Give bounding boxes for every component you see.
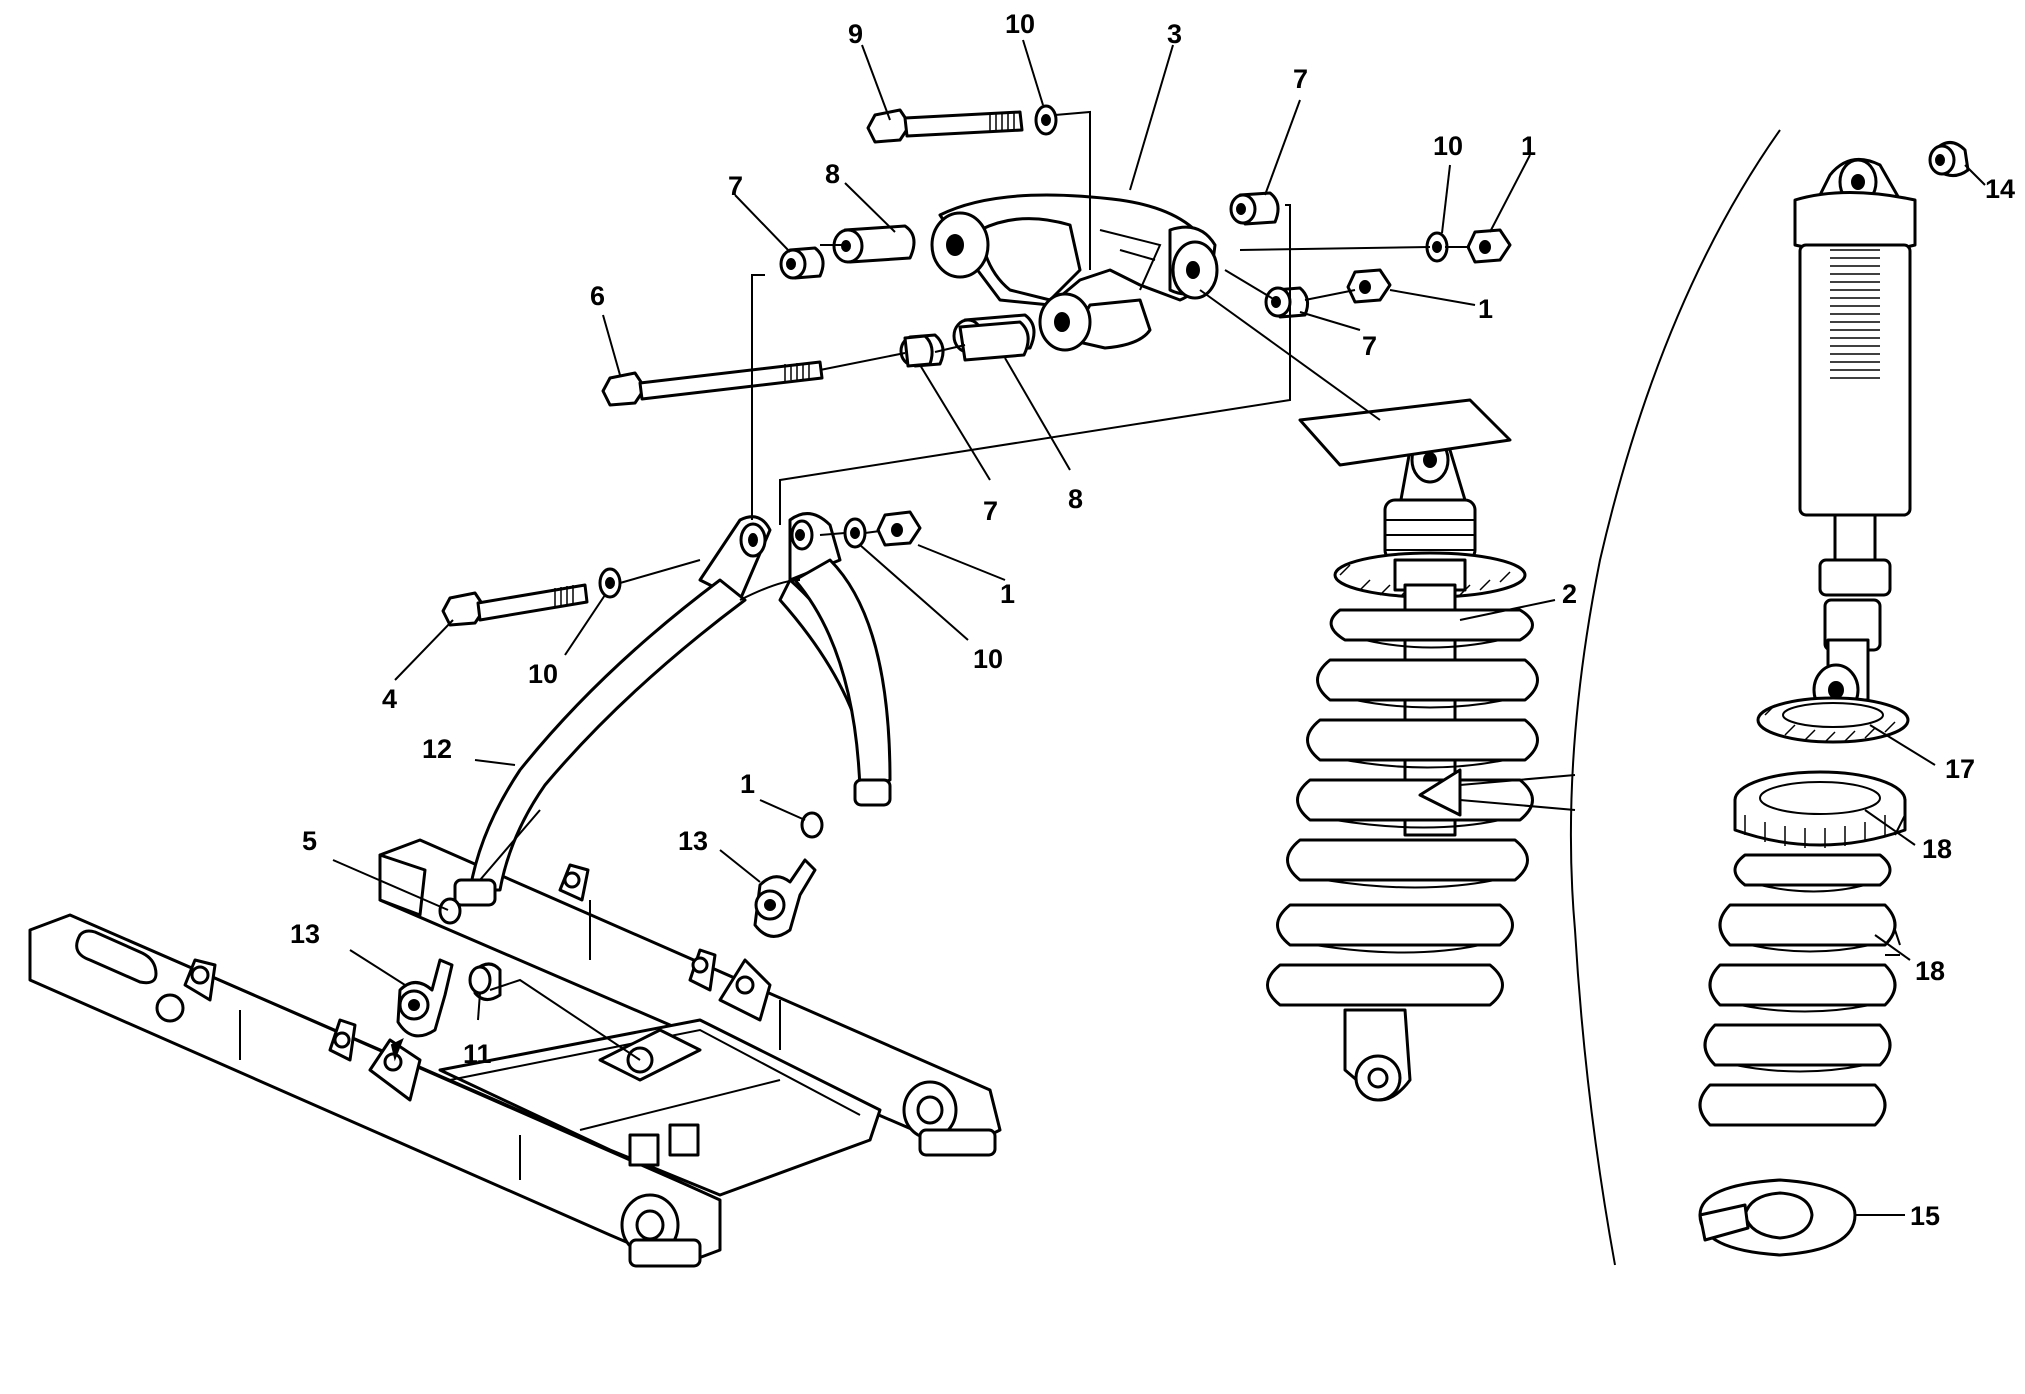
- shock-absorber-assembled: [1266, 436, 1539, 1102]
- nut-linkage-right: [876, 510, 922, 547]
- callout-10-right: 10: [1433, 131, 1463, 161]
- bushing-right: [1264, 286, 1310, 319]
- bushing-11: [468, 962, 502, 1001]
- callout-9: 9: [848, 19, 863, 49]
- assembly-lines: [390, 110, 1470, 1062]
- washer-linkage-right: [843, 517, 867, 549]
- callout-1-lower: 1: [740, 769, 755, 799]
- rocker-arm: [930, 193, 1219, 352]
- callout-10-linkage: 10: [973, 644, 1003, 674]
- callout-7-upper-left: 7: [728, 171, 743, 201]
- callout-1-linkage: 1: [1000, 579, 1015, 609]
- callout-4: 4: [382, 684, 397, 714]
- lock-collar-16: [1756, 696, 1910, 744]
- callout-7-top-right: 7: [1293, 64, 1308, 94]
- callout-10-top: 10: [1005, 9, 1035, 39]
- nut-1-lower: [800, 811, 824, 839]
- callout-8-lower: 8: [1068, 484, 1083, 514]
- rod-end-13-right: [753, 858, 817, 938]
- shock-body-exploded: [1793, 157, 1917, 717]
- spring-18: [1698, 853, 1897, 1127]
- callout-5: 5: [302, 826, 317, 856]
- nut-upper-right: [1466, 228, 1512, 264]
- callout-7-lower: 7: [983, 496, 998, 526]
- split-washer-15: [1698, 1178, 1857, 1257]
- callout-17: 18: [1922, 834, 1952, 864]
- callout-2: 2: [1562, 579, 1577, 609]
- bushing-mid: [903, 334, 934, 368]
- bushing-upper-left: [779, 246, 825, 280]
- exploded-view-boundary: [1569, 129, 1781, 1266]
- rod-end-13-left: [396, 958, 454, 1038]
- decal-plate: [1298, 398, 1512, 467]
- spacer-mid: [958, 320, 1030, 362]
- spacer-upper: [832, 224, 916, 264]
- callout-labels: 9 10 3 7 10 1 14 7 8 1 7 6 7 8 1 10 2 4 …: [290, 9, 2015, 1231]
- callout-18: 18: [1915, 956, 1945, 986]
- callout-8-upper: 8: [825, 159, 840, 189]
- callout-14: 14: [1985, 174, 2015, 204]
- adjuster-ring-17: [1733, 770, 1907, 848]
- callout-1-top-right: 1: [1521, 131, 1536, 161]
- callout-7-mid-right: 7: [1362, 331, 1377, 361]
- linkage-rod-12: [453, 512, 892, 907]
- nut-5: [438, 897, 462, 925]
- callout-16: 17: [1945, 754, 1975, 784]
- bushing-14: [1928, 141, 1970, 177]
- nut-mid-right: [1346, 268, 1392, 304]
- leader-lines: [332, 39, 1986, 1216]
- callout-12: 12: [422, 734, 452, 764]
- callout-6: 6: [590, 281, 605, 311]
- callout-3: 3: [1167, 19, 1182, 49]
- callout-11: 11: [463, 1039, 492, 1069]
- bolt-9: [866, 104, 1058, 144]
- swingarm: [28, 838, 1002, 1268]
- callout-1-mid-right: 1: [1478, 294, 1493, 324]
- callout-13-left: 13: [290, 919, 320, 949]
- bushing-top-right: [1229, 191, 1280, 226]
- callout-10-left: 10: [528, 659, 558, 689]
- callout-15: 15: [1910, 1201, 1940, 1231]
- arrow-to-shock: [1418, 768, 1576, 817]
- bolt-6: [601, 360, 824, 407]
- callout-13-right: 13: [678, 826, 708, 856]
- bolt-4: [441, 567, 622, 627]
